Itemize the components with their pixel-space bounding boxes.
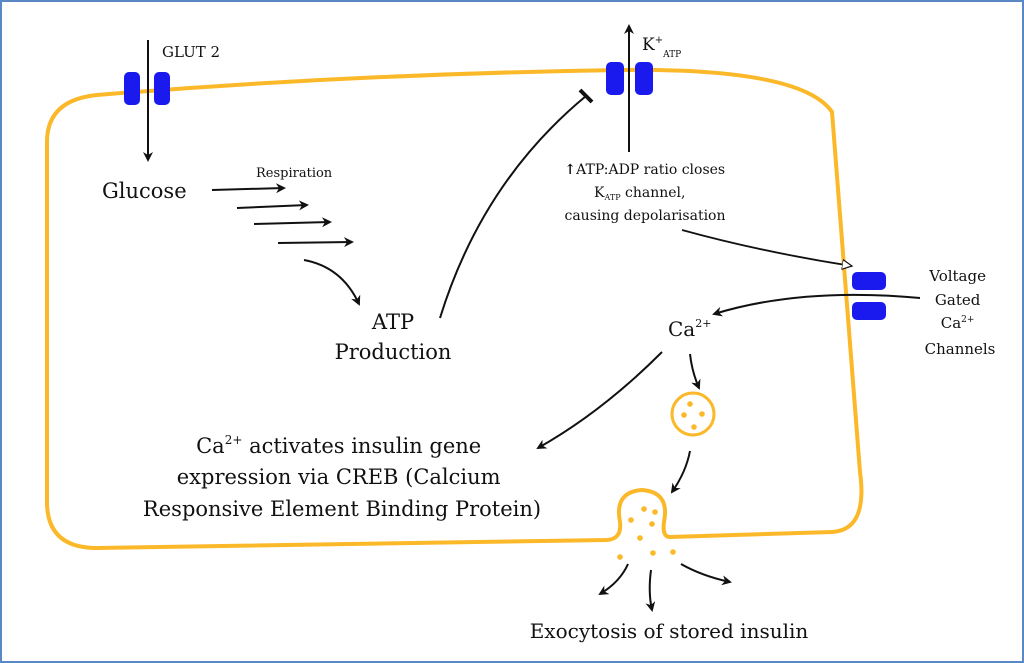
released-insulin-granules-icon — [617, 506, 676, 560]
respiration-label: Respiration — [256, 166, 333, 181]
creb-description: Ca2+ activates insulin gene expression v… — [143, 433, 541, 521]
voltage-gated-channel-label: Voltage Gated Ca2+ Channels — [925, 267, 996, 358]
glut2-channel-icon — [124, 72, 170, 105]
cell-membrane — [45, 67, 864, 551]
glucose-label: Glucose — [102, 179, 187, 203]
atp-adp-ratio-label: ↑ATP:ADP ratio closes KATP channel, caus… — [564, 162, 729, 224]
insulin-vesicle-icon — [670, 391, 716, 437]
calcium-to-vesicle-arrow — [689, 353, 701, 390]
atp-inhibition-arrow — [439, 95, 587, 319]
exocytosis-label: Exocytosis of stored insulin — [530, 619, 809, 643]
glut2-label: GLUT 2 — [162, 43, 220, 61]
calcium-ion-label: Ca2+ — [668, 317, 711, 341]
katp-label: K+ATP — [642, 35, 681, 60]
vesicle-to-membrane-arrow — [670, 450, 691, 494]
calcium-to-creb-arrow — [536, 351, 663, 449]
respiration-arrows — [211, 183, 361, 306]
inhibition-bar-icon — [578, 88, 594, 104]
exocytosis-arrows — [598, 563, 732, 612]
calcium-influx-arrow — [712, 293, 921, 317]
depolarisation-arrow — [681, 229, 852, 266]
voltage-gated-calcium-channel-icon — [852, 272, 886, 320]
katp-channel-icon — [606, 62, 653, 95]
